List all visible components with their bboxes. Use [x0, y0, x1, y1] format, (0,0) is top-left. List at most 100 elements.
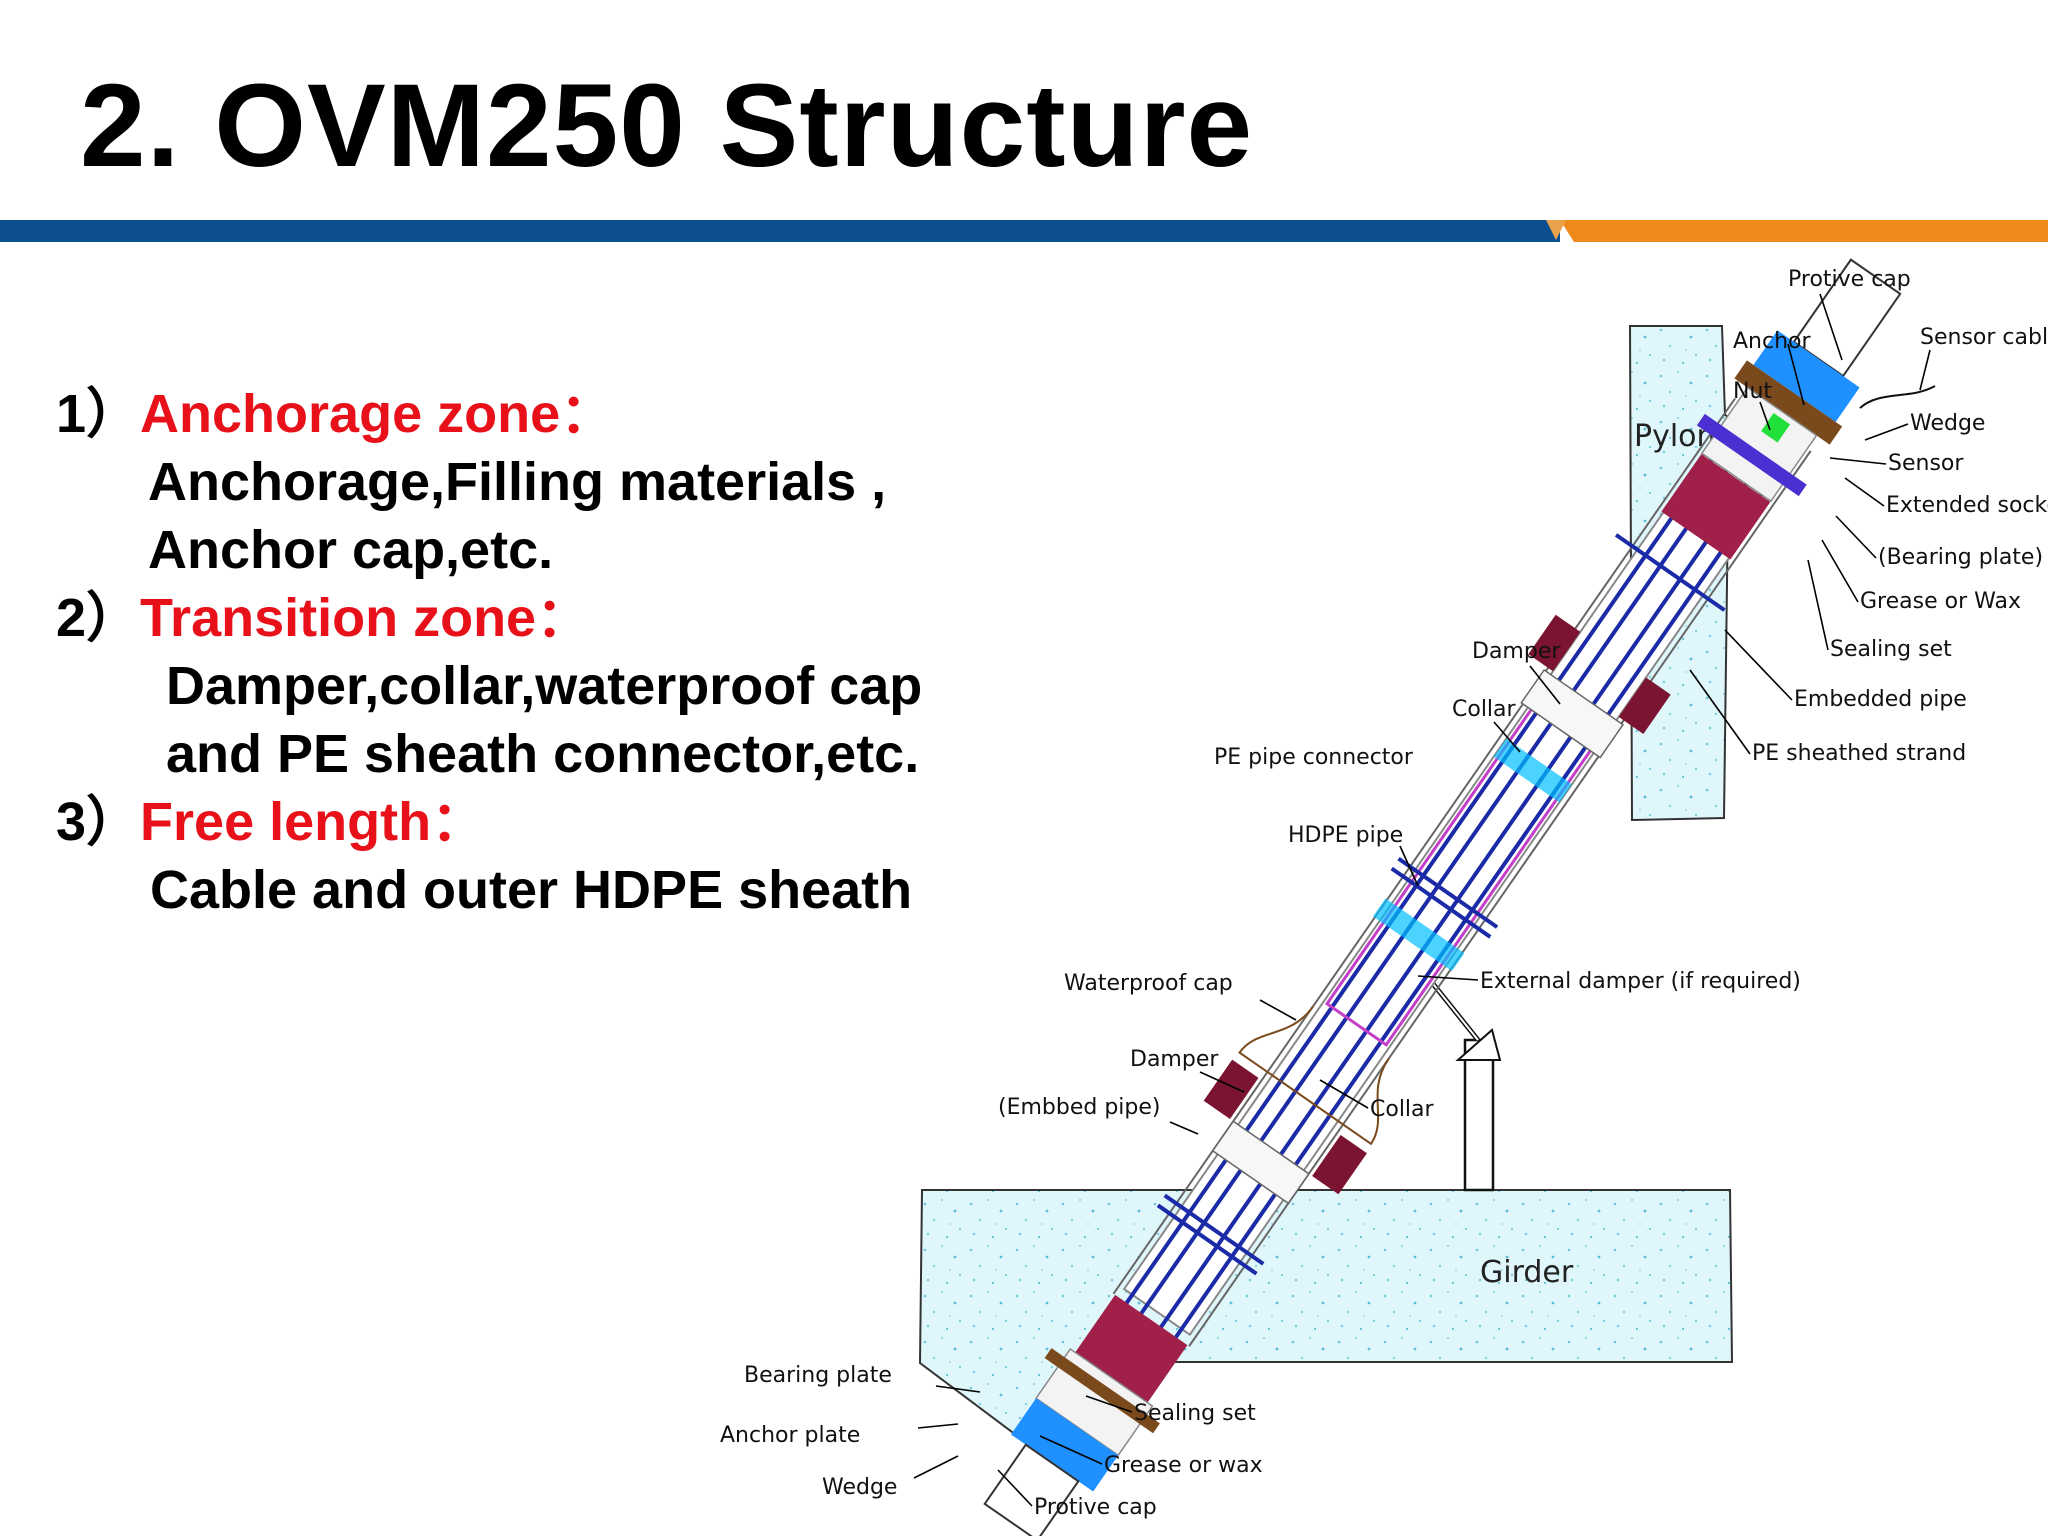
leader-nut — [1759, 401, 1771, 431]
sensor-cable-line — [1859, 385, 1936, 409]
zone-1-label: Anchorage zone — [140, 384, 561, 444]
girder-label: Girder — [1480, 1255, 1574, 1290]
zone-2-line-1: Damper,collar,waterproof cap — [166, 656, 923, 716]
leader-pe-strand — [1689, 669, 1751, 755]
label-hdpe-pipe: HDPE pipe — [1288, 823, 1403, 848]
label-bearing-plate-top: (Bearing plate) — [1878, 545, 2043, 570]
anchor-head-low — [1010, 1398, 1119, 1492]
bearing-plate-top — [1696, 413, 1807, 497]
leader-waterproof-cap — [1259, 999, 1297, 1021]
leader-bearing-plate-low — [935, 1385, 981, 1393]
leader-sensor — [1829, 457, 1887, 465]
zone-1-line-2: Anchor cap,etc. — [148, 520, 554, 580]
label-damper-low: Damper — [1130, 1047, 1219, 1072]
zone-3-heading: 3）Free length： — [56, 788, 1016, 856]
damper-top-a — [1618, 677, 1671, 734]
label-extended-socket: Extended socket — [1886, 493, 2048, 518]
zone-2-number: 2） — [56, 588, 141, 648]
leader-grease-low — [1039, 1435, 1103, 1465]
header-band — [0, 220, 2048, 242]
zone-2-heading: 2）Transition zone： — [56, 584, 1016, 652]
header-band-blue — [0, 220, 1560, 242]
zone-2-line-2: and PE sheath connector,etc. — [166, 724, 920, 784]
leader-embbed-pipe — [1169, 1121, 1199, 1135]
label-sealing-low: Sealing set — [1134, 1401, 1256, 1426]
leader-extended-socket — [1844, 477, 1885, 507]
label-embbed-pipe: (Embbed pipe) — [998, 1095, 1161, 1120]
protive-cap-low — [983, 1443, 1080, 1536]
external-damper-head — [1455, 1028, 1502, 1061]
label-bearing-plate-low: Bearing plate — [744, 1363, 892, 1388]
girder-joint-2 — [1156, 1203, 1258, 1276]
pylon-bearing-line — [1614, 533, 1726, 612]
collar-low — [1211, 1120, 1310, 1205]
damper-low-b — [1203, 1059, 1259, 1120]
cable-assembly — [983, 258, 1902, 1536]
label-pe-strand: PE sheathed strand — [1752, 741, 1966, 766]
pe-pipe-connector — [1493, 738, 1572, 803]
sealing-set-top — [1661, 454, 1771, 560]
label-nut: Nut — [1733, 379, 1772, 404]
leader-protive-cap-low — [997, 1469, 1033, 1507]
zone-2-colon: ： — [536, 588, 591, 648]
leader-sensor-cable — [1919, 349, 1931, 391]
label-sealing-top: Sealing set — [1830, 637, 1952, 662]
external-damper-clamp — [1373, 898, 1465, 972]
label-sensor: Sensor — [1888, 451, 1964, 476]
waterproof-cap — [1238, 1005, 1390, 1146]
zone-1-number: 1） — [56, 384, 141, 444]
sensor-top — [1761, 413, 1791, 443]
damper-low-a — [1312, 1134, 1367, 1195]
sheath-edge-bottom — [1112, 397, 1736, 1295]
label-external-damper: External damper (if required) — [1480, 969, 1801, 994]
label-anchor-plate: Anchor plate — [720, 1423, 860, 1448]
label-wedge-low: Wedge — [822, 1475, 897, 1500]
leader-sealing-low — [1085, 1395, 1133, 1413]
page-title: 2. OVM250 Structure — [80, 60, 1254, 192]
zone-3-line-1: Cable and outer HDPE sheath — [150, 860, 913, 920]
anchor-head-top — [1753, 330, 1860, 422]
label-anchor: Anchor — [1733, 329, 1811, 354]
label-pe-connector: PE pipe connector — [1214, 745, 1414, 770]
label-grease-low: Grease or wax — [1104, 1453, 1263, 1478]
leader-damper-low — [1199, 1071, 1245, 1093]
label-grease-top: Grease or Wax — [1860, 589, 2021, 614]
leader-anchor — [1787, 343, 1805, 406]
mid-joint-2 — [1390, 866, 1492, 939]
zone-1-line-1: Anchorage,Filling materials , — [148, 452, 887, 512]
leader-grease-top — [1821, 539, 1859, 603]
label-damper-top: Damper — [1472, 639, 1561, 664]
label-waterproof-cap: Waterproof cap — [1064, 971, 1233, 996]
zone-3-colon: ： — [431, 792, 486, 852]
sealing-set-low — [1075, 1294, 1188, 1403]
collar-top — [1520, 668, 1625, 759]
nut-top — [1734, 360, 1843, 445]
leader-wedge-top — [1864, 423, 1909, 441]
leader-hdpe-pipe — [1399, 845, 1419, 887]
leader-damper-top — [1529, 665, 1561, 705]
zone-2-label: Transition zone — [140, 588, 537, 648]
mid-joint-1 — [1397, 857, 1499, 929]
external-damper-post — [1463, 1038, 1495, 1192]
header-band-orange — [1560, 220, 2048, 242]
zone-1-colon: ： — [560, 384, 615, 444]
leader-bearing-plate-top — [1835, 515, 1877, 559]
label-collar-low: Collar — [1370, 1097, 1435, 1122]
leader-embedded-pipe — [1724, 629, 1793, 701]
zone-3-label: Free length — [140, 792, 432, 852]
leader-collar-top — [1493, 721, 1521, 753]
label-sensor-cable: Sensor cable — [1920, 325, 2048, 350]
zone-3-number: 3） — [56, 792, 141, 852]
header-band-notch — [1546, 220, 1566, 240]
leader-lines — [913, 293, 1931, 1507]
label-collar-top: Collar — [1452, 697, 1517, 722]
leader-wedge-low — [913, 1455, 959, 1479]
leader-protive-cap-top — [1819, 293, 1843, 361]
leader-sealing-top — [1807, 559, 1829, 651]
zone-1-heading: 1）Anchorage zone： — [56, 380, 1016, 448]
leader-anchor-plate — [917, 1423, 959, 1429]
label-protive-cap-top: Protive cap — [1788, 267, 1911, 292]
leader-external-damper — [1417, 975, 1479, 981]
label-wedge-top: Wedge — [1910, 411, 1985, 436]
